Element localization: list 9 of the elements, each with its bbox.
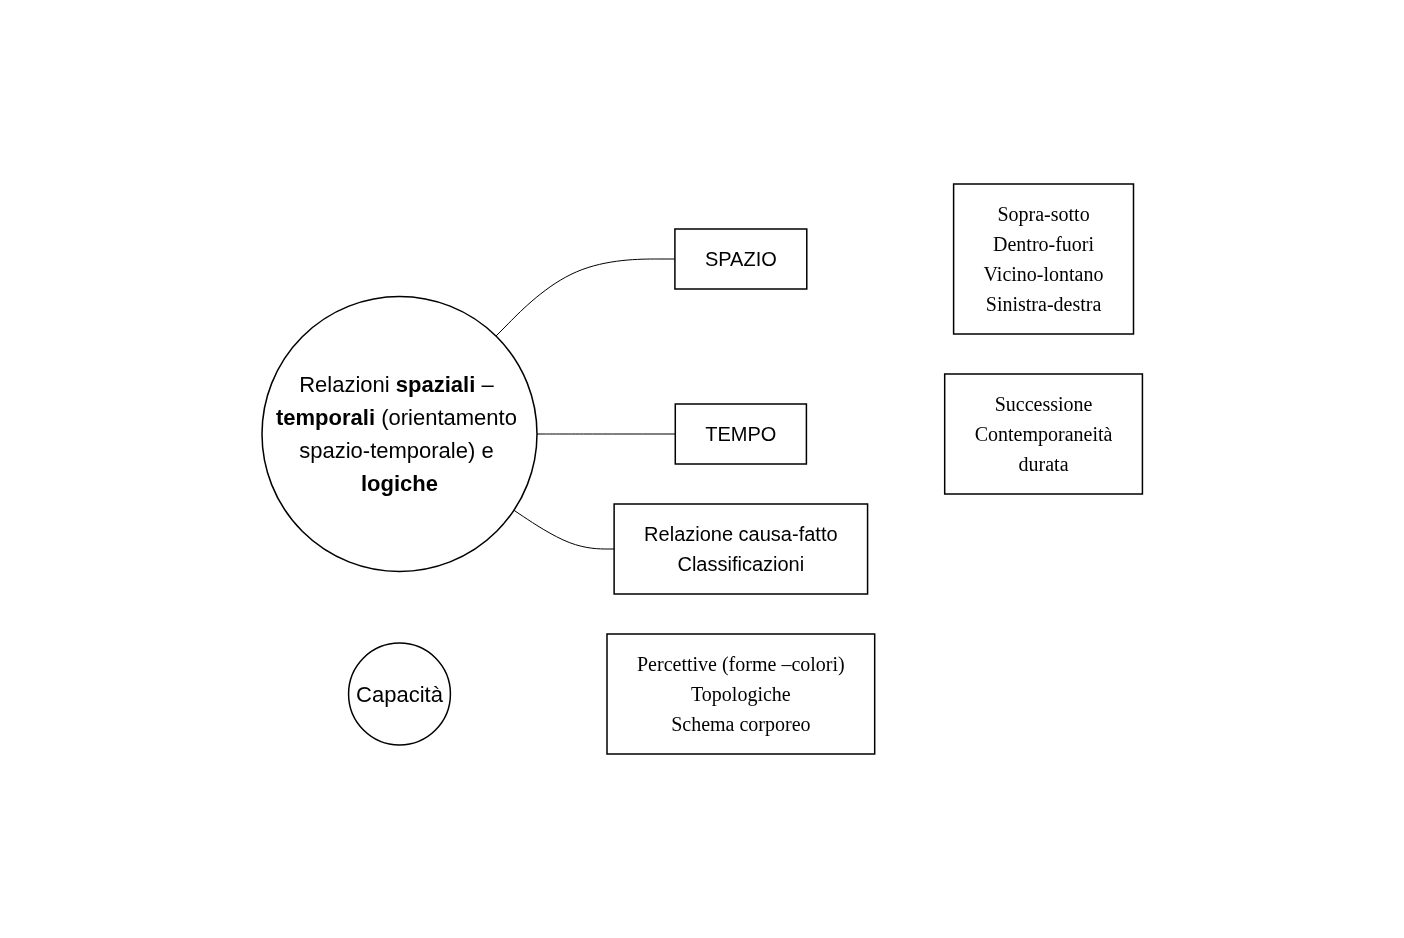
node-box: Successione Contemporaneità durata (943, 373, 1143, 495)
node-box: TEMPO (674, 403, 807, 465)
node-box: SPAZIO (673, 228, 808, 290)
node-circle: Capacità (347, 642, 451, 746)
node-box: Relazione causa-fatto Classificazioni (613, 503, 869, 595)
node-box: Percettive (forme –colori) Topologiche Schema corporeo (606, 633, 876, 755)
node-box: Sopra-sotto Dentro-fuori Vicino-lontano Sinistra-destra (952, 183, 1135, 335)
connector (536, 433, 676, 435)
node-circle: Relazioni spaziali – temporali (orientamento spazio-temporale) e logiche (261, 295, 538, 573)
